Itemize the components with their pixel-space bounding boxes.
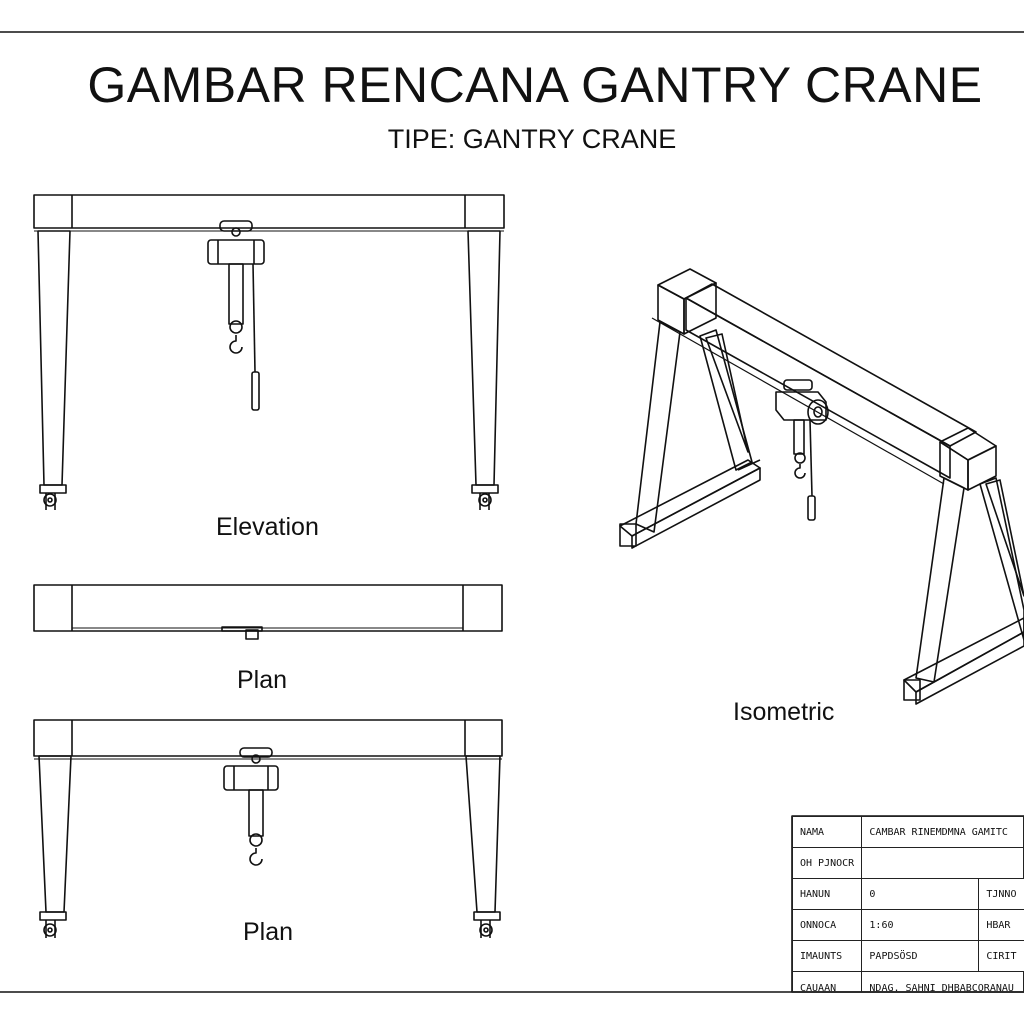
title-block-table: NAMA CAMBAR RINEMDMNA GAMITC OH PJNOCR H… <box>792 816 1024 992</box>
title-block-value: 1:60 <box>861 909 980 941</box>
title-block-value: NDAG. SAHNI DHBABCORANAU <box>861 971 1024 992</box>
title-block-key: NAMA <box>792 816 863 848</box>
title-block: NAMA CAMBAR RINEMDMNA GAMITC OH PJNOCR H… <box>792 816 1024 992</box>
isometric-label: Isometric <box>733 698 835 726</box>
title-block-value <box>861 847 1024 879</box>
drawing-subtitle: TIPE: GANTRY CRANE <box>387 124 677 154</box>
title-block-value: PAPDSÖSD <box>861 940 980 972</box>
title-block-row: IMAUNTS PAPDSÖSD CIRIT <box>792 940 1024 972</box>
title-block-key: CAUAAN <box>792 971 863 992</box>
title-block-key: HANUN <box>792 878 863 910</box>
title-block-row: HANUN 0 TJNNO <box>792 878 1024 910</box>
title-block-extra: HBAR <box>978 909 1024 941</box>
title-block-row: NAMA CAMBAR RINEMDMNA GAMITC <box>792 816 1024 848</box>
title-block-row: OH PJNOCR <box>792 847 1024 879</box>
plan-view <box>33 584 503 640</box>
plan-elevation-view <box>33 719 503 938</box>
title-block-extra: CIRIT <box>978 940 1024 972</box>
elevation-view <box>33 194 505 510</box>
title-block-row: ONNOCA 1:60 HBAR <box>792 909 1024 941</box>
title-block-value: CAMBAR RINEMDMNA GAMITC <box>861 816 1024 848</box>
drawing-title: GAMBAR RENCANA GANTRY CRANE <box>87 57 983 113</box>
elevation-label: Elevation <box>216 513 319 541</box>
plan-label-top: Plan <box>237 666 288 694</box>
title-block-key: ONNOCA <box>792 909 863 941</box>
title-block-key: IMAUNTS <box>792 940 863 972</box>
title-block-key: OH PJNOCR <box>792 847 863 879</box>
title-block-row: CAUAAN NDAG. SAHNI DHBABCORANAU <box>792 971 1024 992</box>
plan-label-bottom: Plan <box>243 918 294 946</box>
title-block-value: 0 <box>861 878 980 910</box>
isometric-view <box>619 268 1024 705</box>
title-block-extra: TJNNO <box>978 878 1024 910</box>
